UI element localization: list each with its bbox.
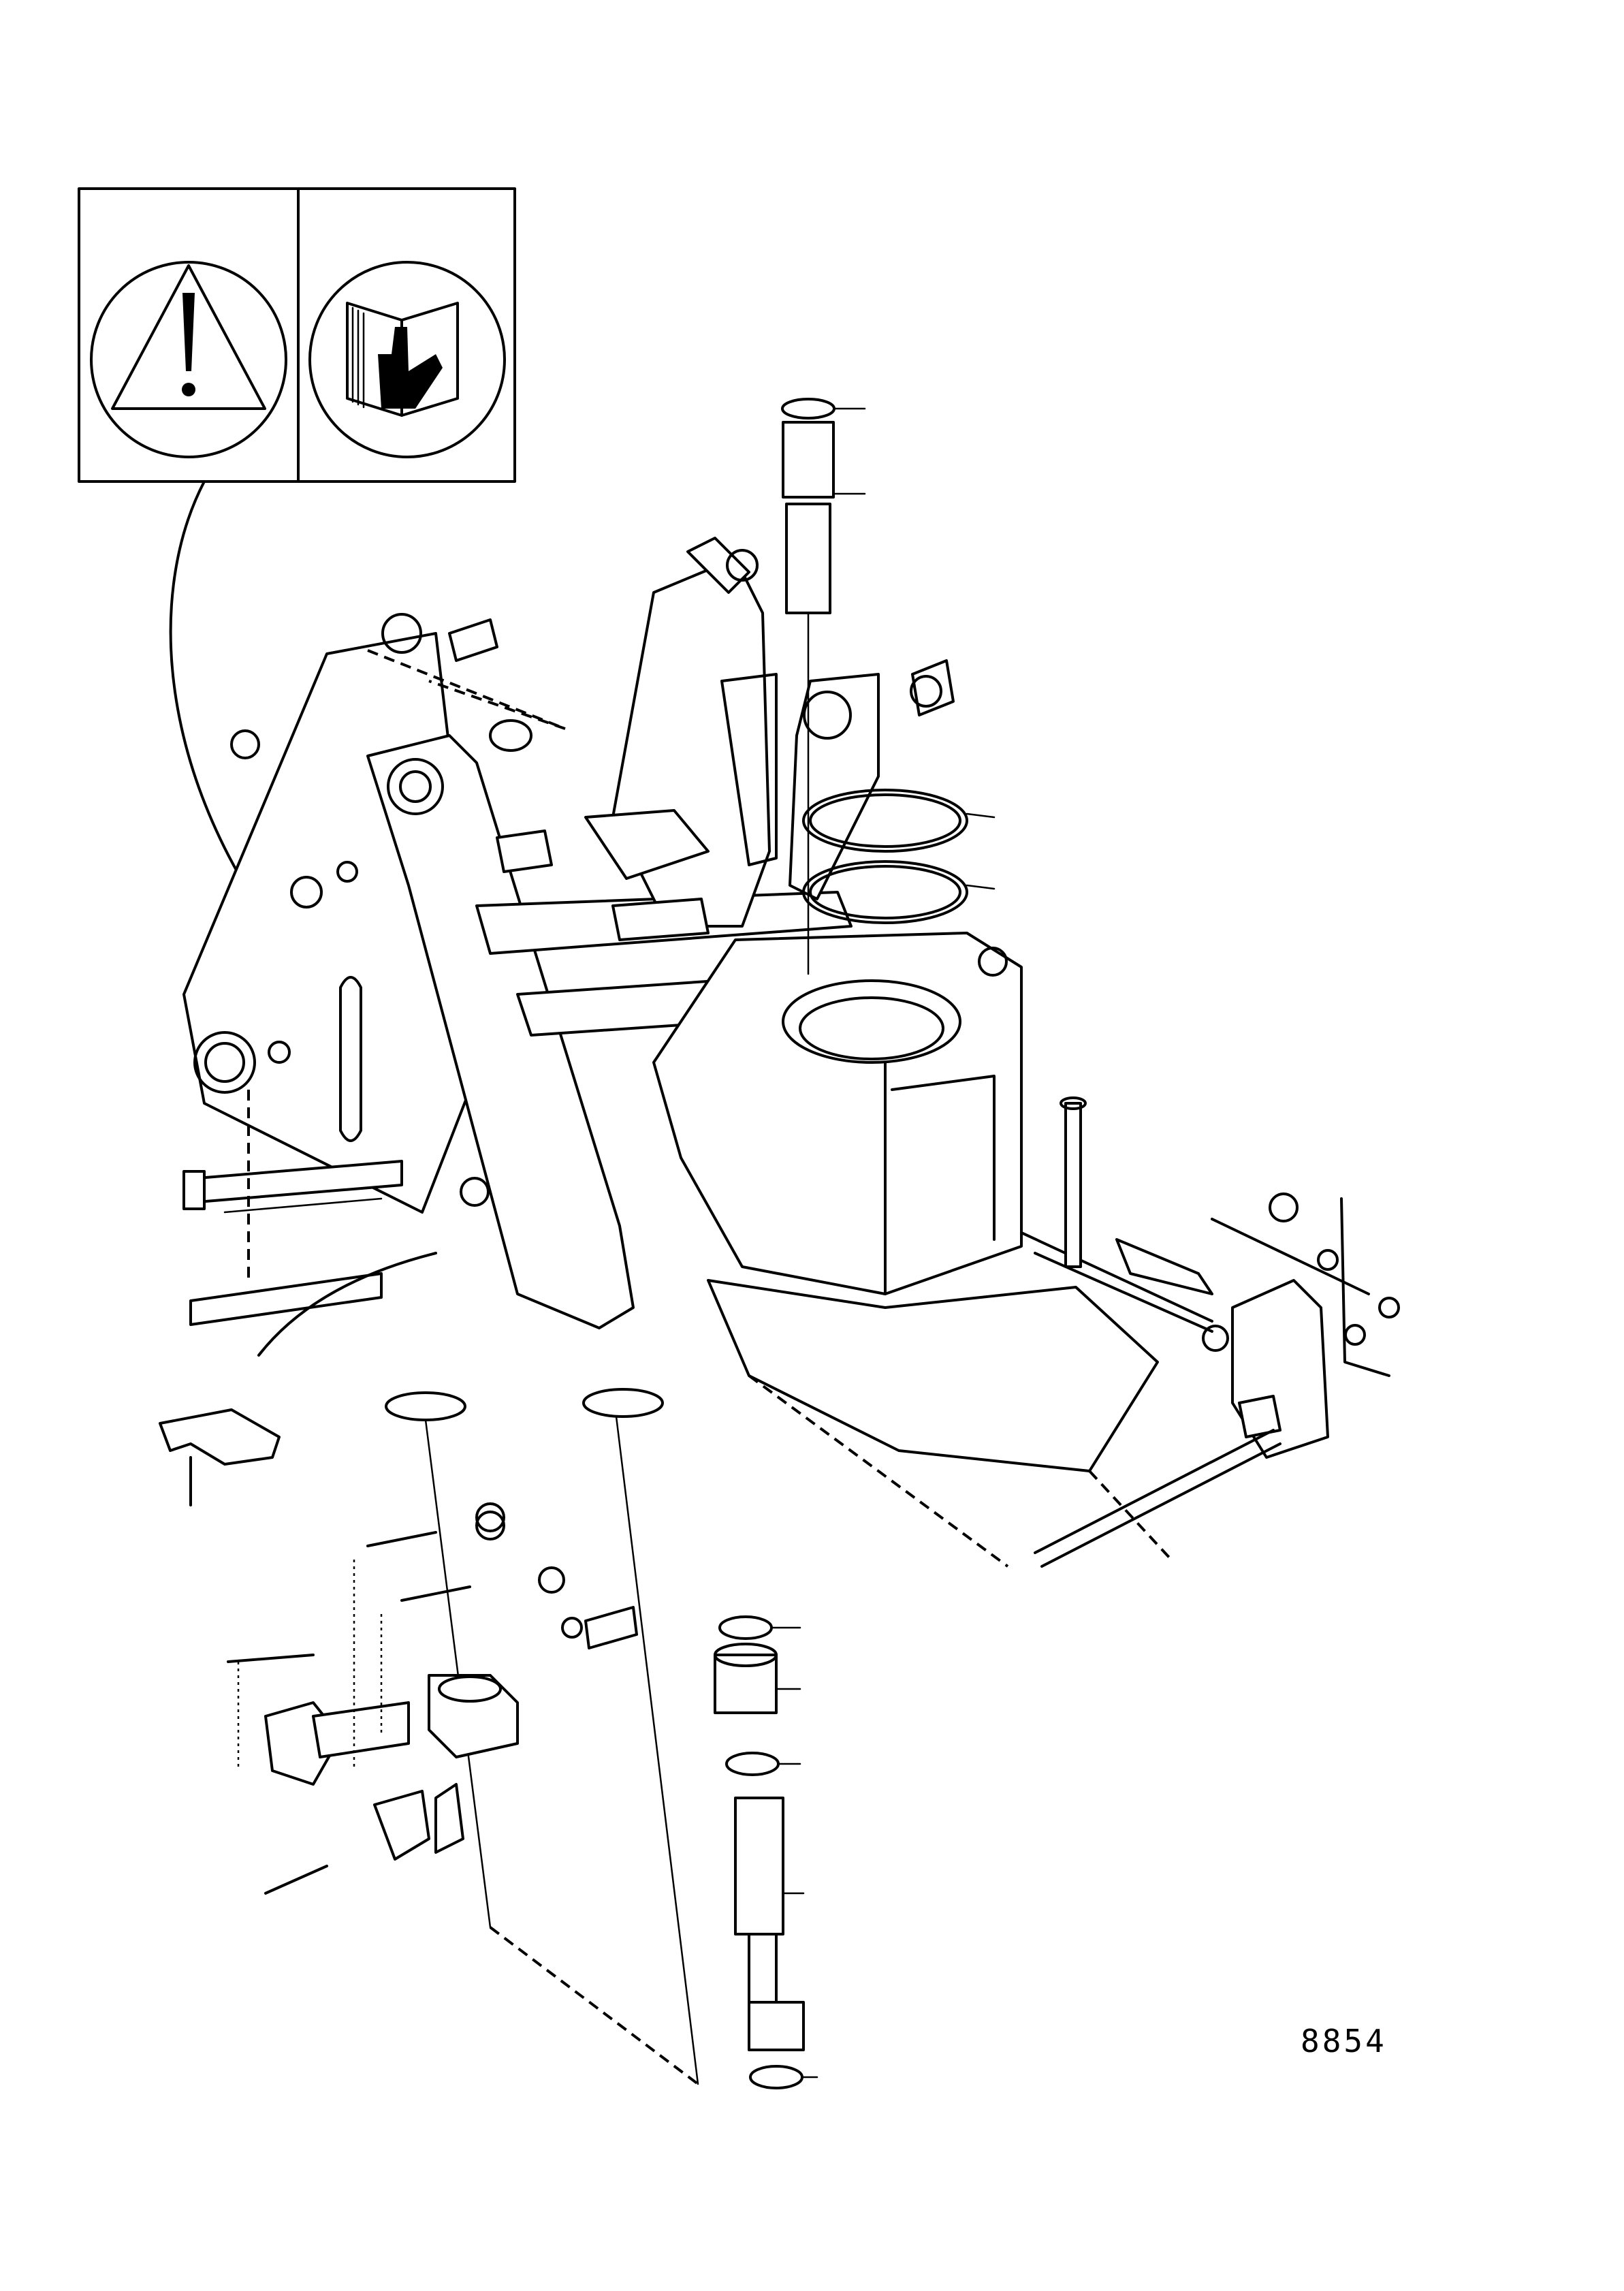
drawing-number: 8854 xyxy=(1301,2023,1387,2059)
symbol-box xyxy=(78,187,516,483)
warning-triangle-icon xyxy=(90,261,287,458)
reference-circles xyxy=(230,729,1299,1532)
o-rings-upper xyxy=(802,789,996,924)
top-fasteners xyxy=(290,537,955,941)
intermediate-housing xyxy=(652,932,1173,1568)
manual-book-icon xyxy=(308,261,506,458)
shift-assembly xyxy=(227,1388,699,2085)
pivot-bolts xyxy=(182,1090,403,1326)
shift-linkage xyxy=(1020,1096,1400,1568)
clip-bracket xyxy=(159,1252,437,1506)
upper-shaft-stack xyxy=(781,398,866,975)
lower-shaft-stack xyxy=(714,1615,818,2089)
